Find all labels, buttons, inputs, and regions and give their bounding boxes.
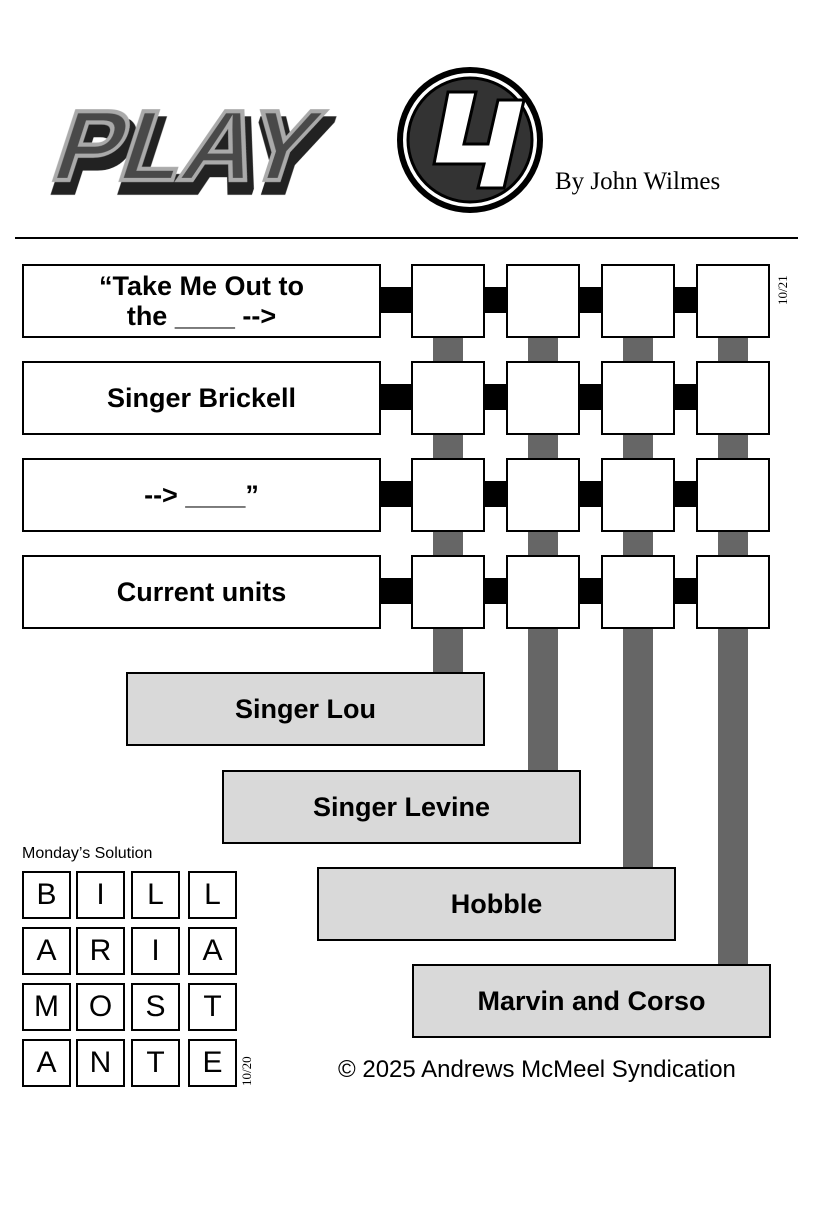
column-clue-1: Singer Lou — [126, 672, 485, 746]
solution-date: 10/20 — [239, 1056, 254, 1086]
answer-square-r2c3[interactable] — [601, 361, 675, 435]
solution-letter: I — [76, 871, 125, 919]
row-clue-2: Singer Brickell — [22, 361, 381, 435]
answer-square-r2c2[interactable] — [506, 361, 580, 435]
solution-letter: E — [188, 1039, 237, 1087]
clue-line: “Take Me Out to — [98, 271, 305, 301]
answer-square-r3c3[interactable] — [601, 458, 675, 532]
solution-letter: A — [188, 927, 237, 975]
solution-letter: I — [131, 927, 180, 975]
column-clue-2: Singer Levine — [222, 770, 581, 844]
solution-letter: M — [22, 983, 71, 1031]
row-clue-3: --> ____” — [22, 458, 381, 532]
solution-letter: T — [188, 983, 237, 1031]
solution-letter: L — [188, 871, 237, 919]
answer-square-r3c4[interactable] — [696, 458, 770, 532]
copyright: © 2025 Andrews McMeel Syndication — [338, 1056, 736, 1083]
solution-letter: L — [131, 871, 180, 919]
solution-letter: A — [22, 1039, 71, 1087]
divider — [15, 237, 798, 239]
answer-square-r1c2[interactable] — [506, 264, 580, 338]
solution-letter: B — [22, 871, 71, 919]
solution-letter: N — [76, 1039, 125, 1087]
column-clue-4: Marvin and Corso — [412, 964, 771, 1038]
svg-text:PLAY: PLAY — [41, 89, 335, 201]
row-clue-4: Current units — [22, 555, 381, 629]
answer-square-r1c1[interactable] — [411, 264, 485, 338]
answer-square-r1c3[interactable] — [601, 264, 675, 338]
answer-square-r3c1[interactable] — [411, 458, 485, 532]
solution-letter: T — [131, 1039, 180, 1087]
answer-square-r1c4[interactable] — [696, 264, 770, 338]
byline: By John Wilmes — [555, 168, 721, 195]
puzzle-date: 10/21 — [775, 275, 790, 305]
solution-letter: R — [76, 927, 125, 975]
answer-square-r2c1[interactable] — [411, 361, 485, 435]
solution-letter: A — [22, 927, 71, 975]
clue-line: Current units — [116, 577, 287, 607]
answer-square-r3c2[interactable] — [506, 458, 580, 532]
column-bar-4 — [718, 330, 748, 966]
clue-line: --> ____” — [144, 480, 259, 510]
answer-square-r2c4[interactable] — [696, 361, 770, 435]
answer-square-r4c1[interactable] — [411, 555, 485, 629]
answer-square-r4c3[interactable] — [601, 555, 675, 629]
answer-square-r4c2[interactable] — [506, 555, 580, 629]
play4-logo: PLAY — [39, 67, 543, 213]
answer-square-r4c4[interactable] — [696, 555, 770, 629]
clue-line: the ____ --> — [126, 301, 277, 331]
column-clue-3: Hobble — [317, 867, 676, 941]
solution-label: Monday’s Solution — [22, 845, 153, 862]
solution-letter: O — [76, 983, 125, 1031]
clue-line: Singer Brickell — [106, 383, 297, 413]
solution-letter: S — [131, 983, 180, 1031]
